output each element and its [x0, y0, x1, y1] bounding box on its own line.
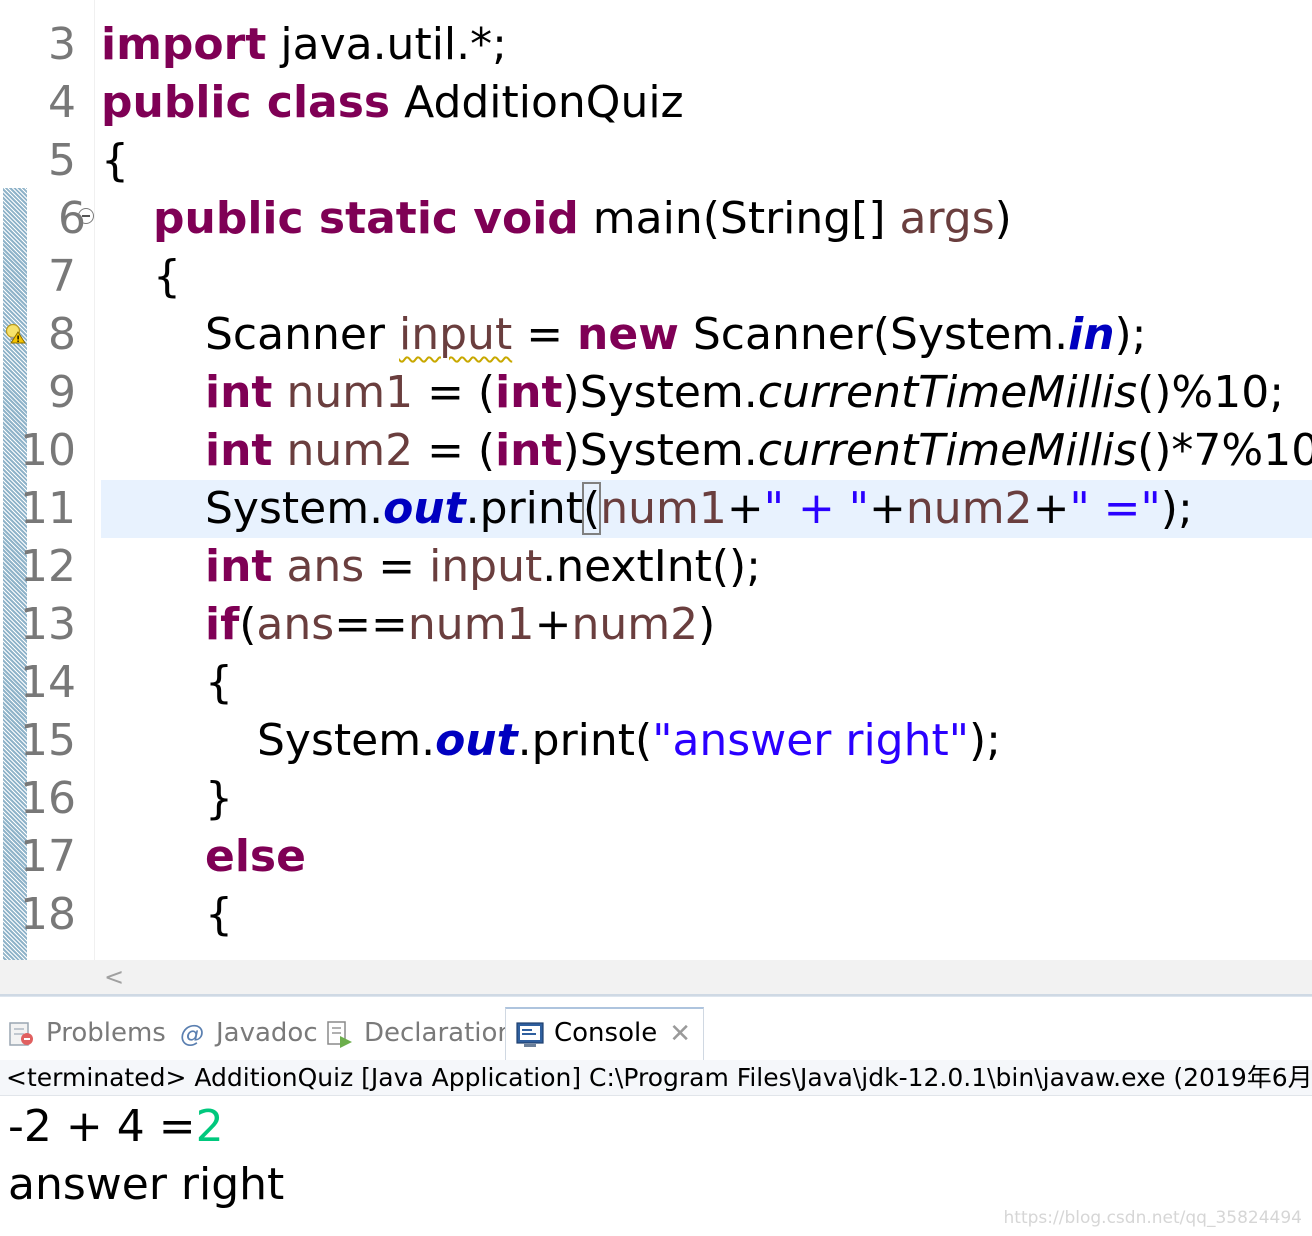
declaration-icon — [327, 1020, 352, 1048]
change-ruler — [3, 188, 27, 960]
code-line[interactable]: 13 if(ans==num1+num2) — [0, 596, 1312, 654]
horizontal-scrollbar[interactable]: < — [0, 960, 1312, 996]
line-number: 4 — [48, 77, 76, 128]
tab-javadoc-label: Javadoc — [216, 1018, 318, 1048]
code-line[interactable]: 4 public class AdditionQuiz — [0, 74, 1312, 132]
tab-declaration[interactable]: Declaration — [324, 1009, 514, 1057]
console-icon — [516, 1021, 544, 1047]
line-number: 5 — [48, 135, 76, 186]
line-number: 12 — [20, 541, 76, 592]
code-line[interactable]: 17 else — [0, 828, 1312, 886]
console-process-header: <terminated> AdditionQuiz [Java Applicat… — [0, 1060, 1312, 1096]
code-line[interactable]: 6 public static void main(String[] args) — [0, 190, 1312, 248]
code-line[interactable]: 12 int ans = input.nextInt(); — [0, 538, 1312, 596]
line-number: 3 — [48, 19, 76, 70]
panel-tab-bar: Problems @ Javadoc Declaration Console ✕ — [0, 996, 1312, 1061]
keyword-import: import — [101, 19, 267, 70]
class-name: AdditionQuiz — [390, 77, 684, 128]
console-output-line: answer right — [8, 1159, 285, 1210]
code-line[interactable]: 9 int num1 = (int)System.currentTimeMill… — [0, 364, 1312, 422]
line-number: 17 — [20, 831, 76, 882]
code-line[interactable]: 10 int num2 = (int)System.currentTimeMil… — [0, 422, 1312, 480]
code-line[interactable]: 15 System.out.print("answer right"); — [0, 712, 1312, 770]
code-editor[interactable]: 3 import java.util.*; 4 public class Add… — [0, 0, 1312, 960]
scroll-left-icon[interactable]: < — [104, 963, 125, 991]
line-number: 10 — [20, 425, 76, 476]
line-number: 7 — [48, 251, 76, 302]
console-user-input: 2 — [195, 1101, 224, 1152]
code-line[interactable]: 16 } — [0, 770, 1312, 828]
line-number: 11 — [20, 483, 76, 534]
line-number: 14 — [20, 657, 76, 708]
code-line[interactable]: 3 import java.util.*; — [0, 16, 1312, 74]
tab-problems-label: Problems — [46, 1018, 166, 1048]
line-number: 8 — [48, 309, 76, 360]
collapse-method-icon[interactable] — [78, 208, 94, 224]
code-line[interactable]: 7 { — [0, 248, 1312, 306]
problems-icon — [9, 1021, 33, 1046]
code-line[interactable]: 11 System.out.print(num1+" + "+num2+" ="… — [0, 480, 1312, 538]
console-output-line: -2 + 4 =2 — [8, 1101, 224, 1152]
bottom-panel: Problems @ Javadoc Declaration Console ✕ <… — [0, 996, 1312, 1236]
line-number: 16 — [20, 773, 76, 824]
code-line[interactable]: 14 { — [0, 654, 1312, 712]
line-number: 13 — [20, 599, 76, 650]
tab-console[interactable]: Console ✕ — [505, 1007, 705, 1061]
line-number: 6 — [58, 193, 86, 244]
tab-problems[interactable]: Problems — [6, 1009, 166, 1057]
tab-console-label: Console — [554, 1018, 658, 1048]
code-line[interactable]: 18 { — [0, 886, 1312, 944]
matching-bracket: ( — [582, 482, 602, 535]
gutter-divider — [94, 0, 95, 960]
line-number: 18 — [20, 889, 76, 940]
watermark: https://blog.csdn.net/qq_35824494 — [1003, 1208, 1302, 1228]
javadoc-icon: @ — [180, 1019, 204, 1048]
warning-lightbulb-icon[interactable] — [4, 322, 26, 344]
tab-javadoc[interactable]: @ Javadoc — [176, 1009, 318, 1057]
close-icon[interactable]: ✕ — [669, 1018, 692, 1049]
current-line-highlight — [101, 480, 1312, 538]
line-number: 15 — [20, 715, 76, 766]
tab-declaration-label: Declaration — [364, 1018, 514, 1048]
line-number: 9 — [48, 367, 76, 418]
code-line[interactable]: 5 { — [0, 132, 1312, 190]
code-line[interactable]: 8 Scanner input = new Scanner(System.in)… — [0, 306, 1312, 364]
unused-variable-warning[interactable]: input — [399, 309, 513, 360]
